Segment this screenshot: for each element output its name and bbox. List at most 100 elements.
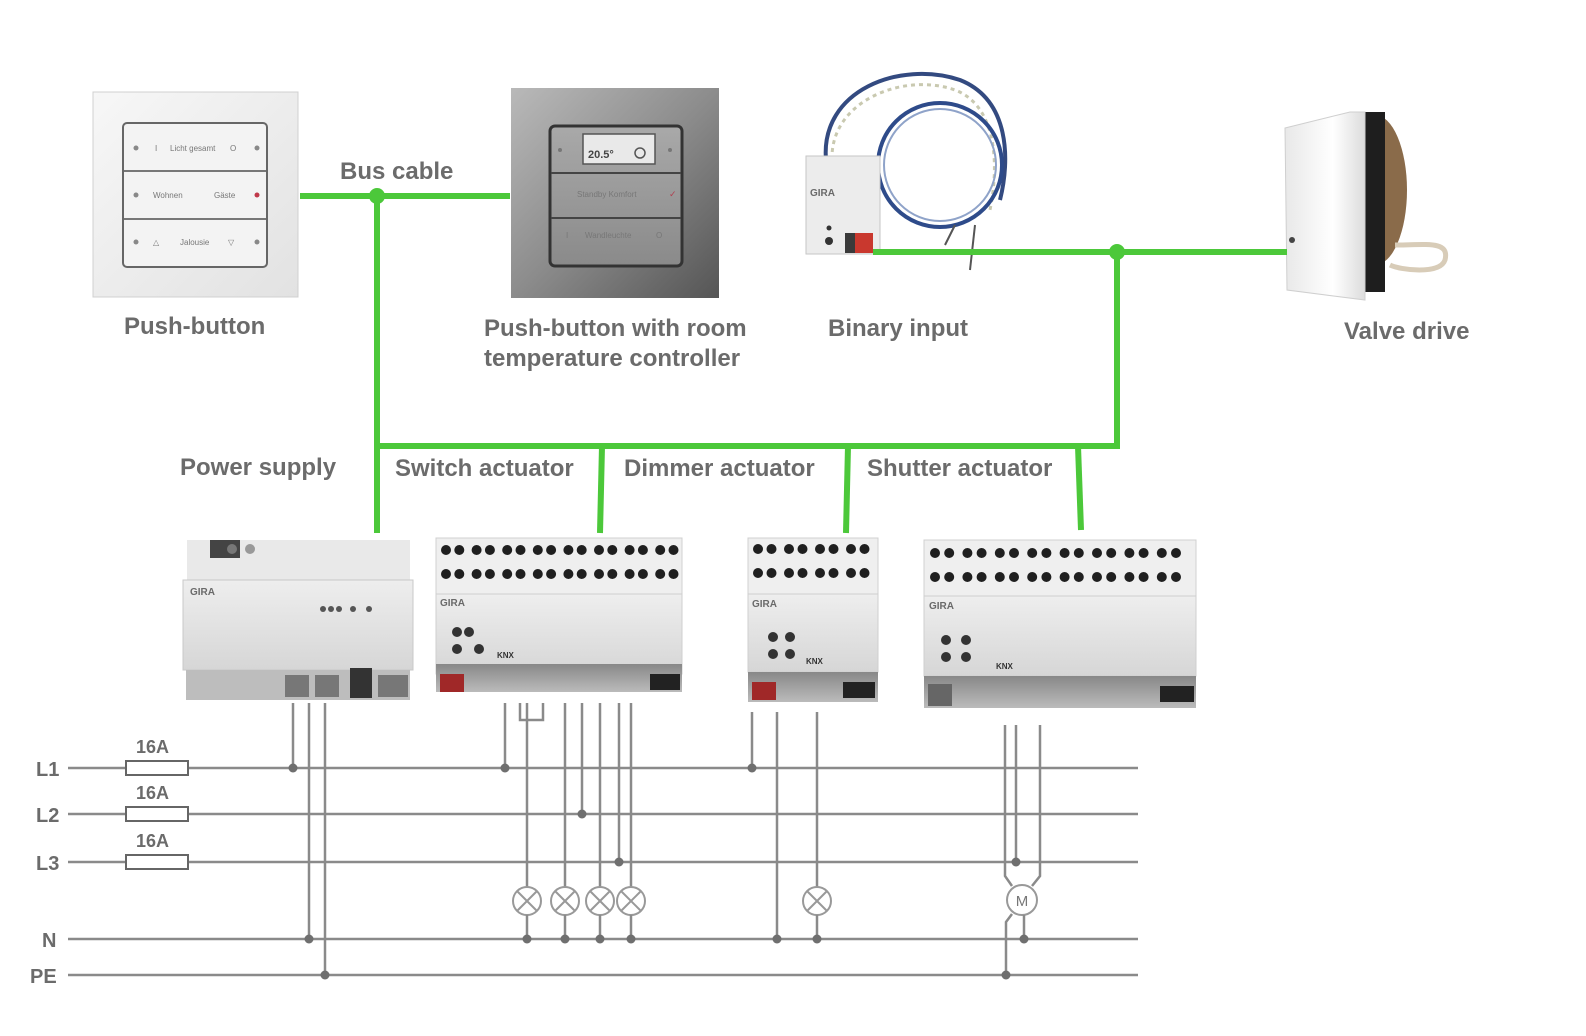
push-button-rtc-label-line2: temperature controller [484,345,740,372]
power-supply-brand: GIRA [190,587,215,598]
bus-cable [300,188,1287,534]
bus-drop-switch [597,445,605,534]
rocker-2-right-text: Gäste [214,191,236,200]
terminal-screw [454,545,465,555]
junction-dot [288,763,298,773]
shutter-actuator-brand: GIRA [929,601,954,612]
rtc-display-temperature: 20.5° [588,149,614,161]
terminal-screw [815,568,825,578]
binary-input-brand: GIRA [810,188,835,199]
power-supply-label: Power supply [180,454,337,481]
shutter-actuator-device: GIRA KNX [923,539,1197,708]
rocker-3-left-symbol: △ [153,238,160,247]
valve-drive-body [1284,111,1366,301]
binary-input-label: Binary input [828,315,968,342]
rtc-display-fan-icon [634,147,646,159]
junction-dot [614,857,624,867]
terminal-screw [607,569,618,579]
terminal-screw [532,569,543,579]
terminal-screw [846,568,856,578]
terminal-screw [797,544,808,554]
terminal-screw [637,569,648,579]
junction-dot [626,934,636,944]
lamp-icon [550,886,580,916]
rocker-3-text: Jalousie [180,238,210,247]
shutter-actuator-label: Shutter actuator [867,455,1052,482]
terminal-screw [576,569,587,579]
lamp-icon [512,886,542,916]
rtc-rocker-3-right: O [656,231,662,240]
terminal-screw [1156,572,1167,582]
junction-dot [577,809,587,819]
lamp-cross [806,890,828,912]
fuse-icon [125,854,189,870]
terminal-screw [471,545,482,555]
terminal-screw [753,568,763,578]
terminal-screw [502,545,513,555]
terminal-screw [594,545,604,555]
switch-actuator-label: Switch actuator [395,455,574,482]
terminal-screw [1156,548,1167,558]
switch-actuator-terminals [441,545,679,579]
terminal-screw [1059,548,1070,558]
terminal-screw [784,544,794,554]
junction-dot [1001,970,1011,980]
rocker-1-right-symbol: O [230,144,236,153]
lamp-icon [802,886,832,916]
terminal-screw [766,568,777,578]
terminal-screw [944,548,955,558]
valve-drive-label: Valve drive [1344,318,1469,345]
terminal-screw [624,569,635,579]
terminal-screw [828,568,839,578]
terminal-screw [1059,572,1070,582]
binary-input-housing [805,155,881,255]
lamp-cross [589,890,611,912]
fuse-rating-label: 16A [136,783,169,803]
bus-terminal [855,233,873,253]
terminal-screw [655,569,666,579]
lamp-icon [585,886,615,916]
terminal-screw [797,568,808,578]
power-supply-device: GIRA [182,540,414,700]
rocker-3-right-symbol: ▽ [228,238,235,247]
terminal-screw [1106,548,1117,558]
terminal-screw [607,545,618,555]
dimmer-actuator-housing [747,593,879,673]
bus-junction [369,188,385,204]
terminal-screw [668,545,679,555]
terminal-screw [994,548,1005,558]
mains-line-label-pe: PE [30,966,57,988]
mains-line-label-l2: L2 [36,805,59,827]
terminal-screw [1027,548,1038,558]
lamp-icon [616,886,646,916]
terminal-screw [1171,572,1181,582]
switch-actuator-knx-badge: KNX [497,651,515,660]
terminal-screw [1106,572,1117,582]
bus-drop-shutter [1075,445,1084,531]
terminal-screw [976,548,987,558]
terminal-screw [1073,572,1084,582]
switch-actuator-device: GIRA KNX [435,537,683,692]
dimmer-actuator-label: Dimmer actuator [624,455,815,482]
terminal-screw [766,544,777,554]
fuse-icon [125,760,189,776]
terminal-screw [441,569,451,579]
bridge-wire [518,703,545,722]
terminal-screw [1041,548,1052,558]
push-button-device: I Licht gesamt O Wohnen Gäste △ Jalousie… [92,91,299,298]
junction-dot [320,970,330,980]
fuse-icon [125,806,189,822]
switch-actuator-brand: GIRA [440,598,465,609]
terminal-screw [563,569,574,579]
terminal-screw [1009,548,1019,558]
rocker-1-text: Licht gesamt [170,144,216,153]
check-icon: ✓ [669,189,677,199]
terminal-screw [962,572,973,582]
terminal-screw [1041,572,1052,582]
junction-dot [500,763,510,773]
terminal-screw [930,548,940,558]
switch-actuator-housing [435,593,683,675]
push-button-label: Push-button [124,313,265,340]
terminal-screw [846,544,856,554]
